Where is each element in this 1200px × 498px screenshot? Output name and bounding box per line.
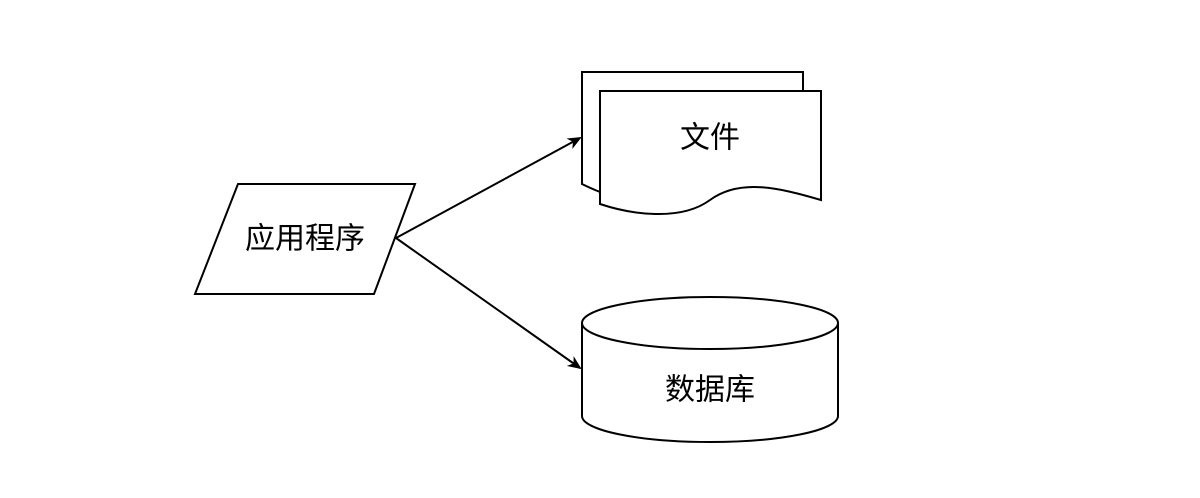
- node-database: 数据库: [581, 296, 839, 443]
- edge-application-to-files: [395, 137, 582, 239]
- files-label: 文件: [680, 121, 740, 156]
- database-cylinder-top: [581, 296, 839, 350]
- application-parallelogram-shape: [193, 183, 417, 295]
- node-files: 文件: [581, 71, 822, 216]
- node-application: 应用程序: [193, 183, 417, 295]
- edges: [395, 137, 582, 370]
- application-label: 应用程序: [245, 222, 365, 257]
- database-cylinder-body: [581, 323, 839, 443]
- edge-application-to-database: [395, 237, 582, 370]
- files-front-document-shape: [599, 90, 822, 216]
- database-label: 数据库: [665, 373, 755, 408]
